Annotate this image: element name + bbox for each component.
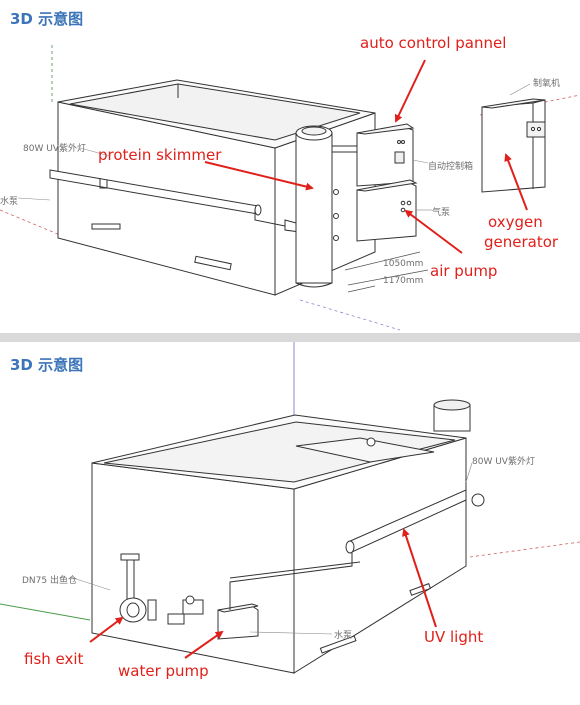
label-auto-control-panel: auto control pannel	[360, 34, 507, 52]
panel-separator	[0, 333, 580, 342]
air-pump-box-drawing	[356, 179, 418, 242]
panel-title: 3D 示意图	[10, 10, 84, 28]
bottom-3d-drawing	[0, 342, 580, 674]
dimension-lines	[344, 251, 429, 293]
label-uv-light: UV light	[424, 628, 484, 646]
top-3d-drawing	[0, 45, 580, 331]
tank-bottom	[91, 414, 467, 674]
label-water-pump: water pump	[118, 662, 209, 680]
cn-label-fish-exit: DN75 出鱼仓	[22, 576, 77, 586]
cn-label-oxygen: 制氧机	[533, 79, 561, 89]
water-pump-drawing	[167, 592, 259, 640]
protein-skimmer-drawing	[295, 125, 361, 288]
auto-control-box-drawing	[356, 123, 415, 187]
cn-label-uv-lamp: 80W UV紫外灯	[23, 144, 86, 154]
oxygen-generator-drawing	[481, 98, 546, 193]
bottom-panel: 3D 示意图 UV light fish exit water pump 80W…	[0, 342, 580, 705]
callout-arrows-top	[204, 59, 528, 254]
cn-label-water-pump: 水泵	[0, 197, 19, 207]
dimension-width: 1050mm	[383, 259, 424, 269]
axis-red-bottom	[469, 541, 580, 558]
label-oxygen-line2: generator	[484, 233, 559, 251]
top-panel: 3D 示意图 auto control pannel protein skimm…	[0, 0, 580, 333]
dimension-length: 1170mm	[383, 276, 424, 286]
label-protein-skimmer: protein skimmer	[98, 146, 222, 164]
axis-blue	[299, 299, 401, 331]
skimmer-top-bottom	[433, 399, 471, 432]
axis-green-bottom	[0, 603, 91, 621]
label-oxygen-line1: oxygen	[488, 213, 543, 231]
cn-label-auto-box: 自动控制箱	[428, 162, 474, 172]
cn-label-water-pump-bottom: 水泵	[334, 631, 353, 641]
uv-light-pipe-drawing	[229, 489, 485, 592]
cn-label-uv-lamp-bottom: 80W UV紫外灯	[472, 457, 535, 467]
cn-label-air-pump: 气泵	[432, 208, 451, 218]
cn-leaders	[17, 83, 531, 211]
label-fish-exit: fish exit	[24, 650, 84, 668]
fish-exit-valve-drawing	[119, 553, 157, 623]
label-air-pump: air pump	[430, 262, 498, 280]
axis-red	[0, 209, 61, 236]
callout-arrows-bottom	[89, 528, 437, 659]
cn-leaders-bottom	[69, 462, 473, 635]
panel-title-bottom: 3D 示意图	[10, 356, 84, 374]
